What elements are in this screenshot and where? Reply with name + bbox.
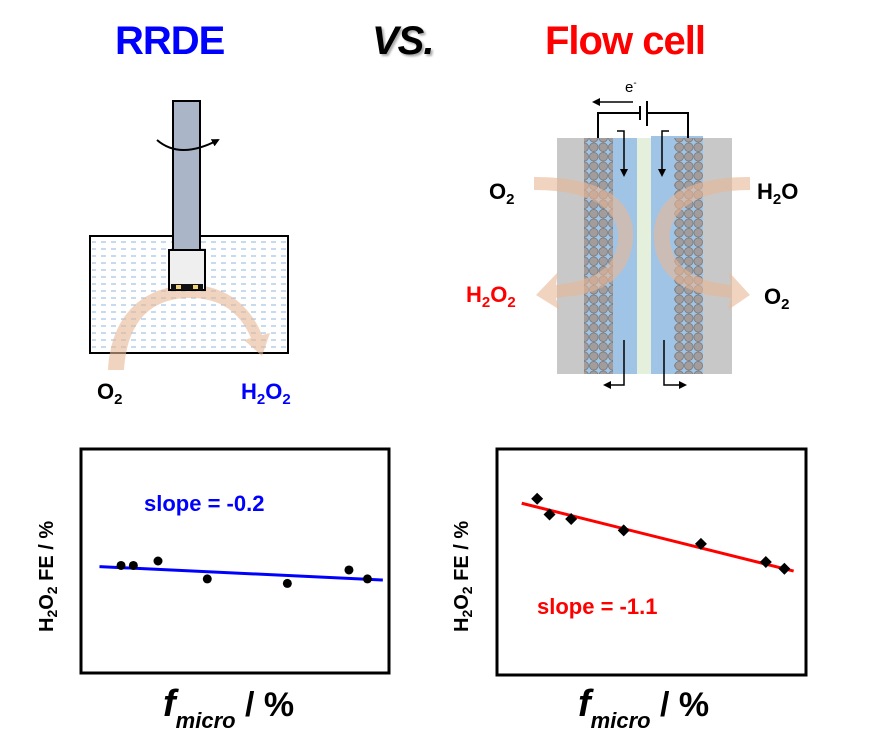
inlet-arrow-right [658, 130, 669, 177]
chart2-xlabel: fmicro / % [578, 683, 710, 733]
chart2-frame [495, 447, 808, 677]
h2o-to-o2-flow-arrow-icon [653, 177, 750, 310]
chart2-fit-line [521, 501, 795, 573]
outlet-arrow-left [603, 340, 625, 389]
chart2-slope-annotation: slope = -1.1 [537, 594, 658, 619]
gas-diffusion-electrode-left [584, 138, 613, 374]
flow-right-in-label: H2O [757, 179, 799, 208]
chart2-data-point [778, 562, 791, 575]
electron-label: e- [625, 78, 637, 96]
chart1-data-point [282, 578, 292, 588]
rrde-title: RRDE [115, 19, 225, 63]
chart2-data-point [694, 537, 707, 550]
flow-left-in-label: O2 [489, 179, 515, 208]
chart2-data-point [565, 513, 578, 526]
ring-contact [193, 285, 198, 289]
chart2-data-point [531, 492, 544, 505]
o2-to-h2o2-flow-arrow-icon [534, 177, 634, 310]
rrde-reactant-label: O2 [97, 379, 123, 408]
reaction-flow-arrow-icon [108, 285, 270, 370]
chart1-data-point [202, 574, 212, 584]
gas-diffusion-electrode-right [674, 138, 703, 374]
flow-cell-diagram [534, 98, 750, 389]
electrode-tip [168, 249, 206, 291]
chart2-data-point [759, 556, 772, 568]
chart1-ylabel: H2O2 FE / % [36, 520, 60, 632]
disk-ring [171, 284, 203, 290]
rrde-diagram [89, 100, 289, 370]
flow-right-out-label: O2 [764, 284, 790, 313]
chart2-data-point [617, 524, 630, 537]
membrane [637, 138, 651, 374]
chart1-data-point [344, 565, 354, 575]
rotation-arrow-icon [156, 139, 220, 151]
flow-left-out-label: H2O2 [466, 282, 516, 311]
flow-cell-title: Flow cell [545, 19, 706, 63]
chart2-ylabel: H2O2 FE / % [451, 520, 475, 632]
chart1-xlabel: fmicro / % [163, 683, 295, 733]
chart1-frame [79, 447, 391, 675]
circuit-wire [597, 112, 689, 138]
chart1-data-point [128, 560, 138, 570]
chart1-data-point [362, 574, 372, 584]
chart1-slope-annotation: slope = -0.2 [144, 491, 265, 516]
ring-contact [176, 285, 181, 289]
chart1-fit-line [99, 565, 383, 582]
rrde-product-label: H2O2 [241, 379, 291, 408]
vs-label: VS. [372, 19, 434, 63]
chart2-data-point [543, 508, 556, 521]
chart1-data-point [116, 560, 126, 570]
outlet-arrow-right [663, 340, 687, 389]
inlet-arrow-left [617, 130, 628, 177]
chart1-data-point [153, 556, 163, 566]
